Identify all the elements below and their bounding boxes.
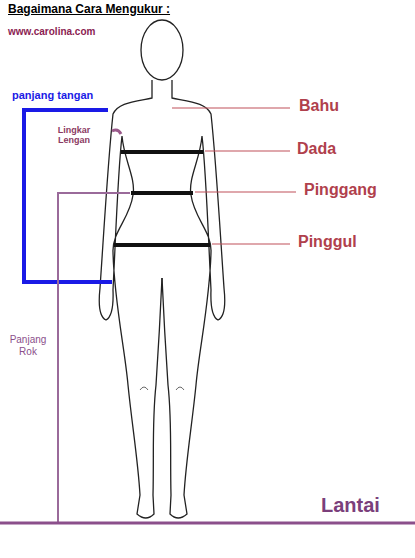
- shoulder-label: Bahu: [298, 97, 340, 115]
- waist-label: Pinggang: [303, 181, 378, 199]
- body-figure: [99, 20, 225, 518]
- arm-circle-label: Lingkar Lengan: [48, 125, 100, 146]
- arm-length-bracket: [24, 110, 112, 282]
- website-url: www.carolina.com: [7, 26, 96, 38]
- hip-label: Pinggul: [297, 233, 358, 251]
- skirt-length-label: Panjang Rok: [3, 334, 53, 357]
- arm-circle-mark: [112, 130, 121, 134]
- arm-length-label: panjang tangan: [11, 89, 94, 102]
- skirt-length-bracket: [58, 193, 130, 522]
- floor-line: [0, 522, 415, 525]
- page-title: Bagaimana Cara Mengukur :: [7, 3, 171, 17]
- chest-label: Dada: [296, 140, 337, 158]
- floor-label: Lantai: [320, 494, 381, 517]
- leader-lines: [172, 108, 296, 244]
- measure-bands: [114, 152, 210, 245]
